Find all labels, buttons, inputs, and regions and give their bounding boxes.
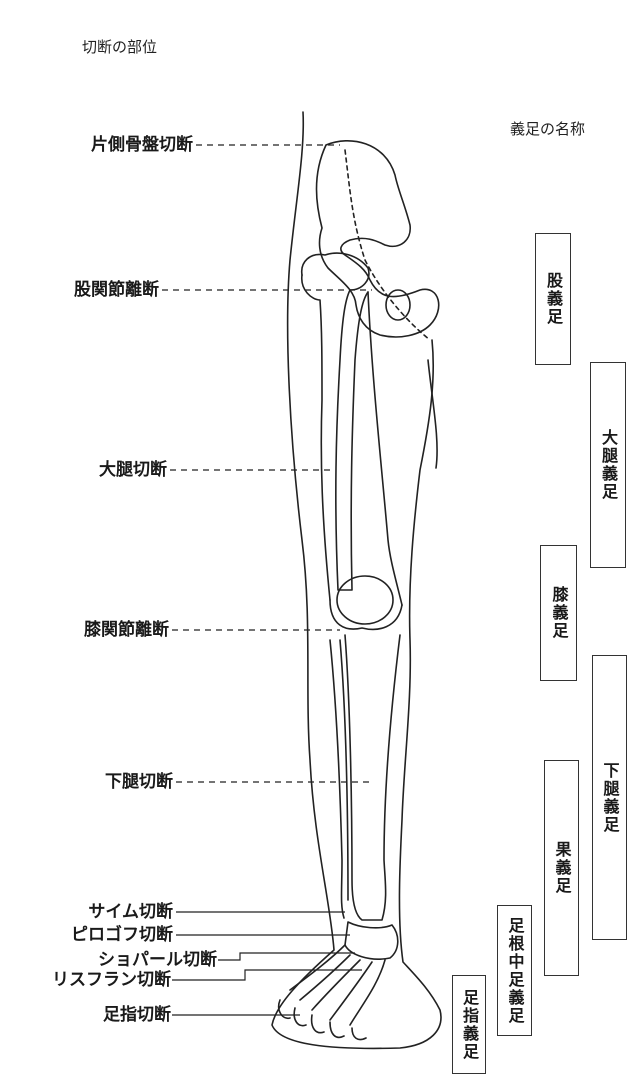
prosthesis-label-ankle: 果義足 bbox=[550, 841, 574, 895]
prosthesis-label-knee: 膝義足 bbox=[547, 586, 571, 640]
amputation-label-hip-disarticulation: 股関節離断 bbox=[74, 280, 159, 300]
fibula bbox=[330, 640, 344, 918]
prosthesis-label-hip: 股義足 bbox=[541, 272, 565, 326]
patella bbox=[337, 576, 393, 624]
prosthesis-box-tarsometatarsal: 足根中足義足 bbox=[497, 905, 532, 1036]
prosthesis-label-toe: 足指義足 bbox=[457, 989, 481, 1061]
obturator-foramen bbox=[386, 290, 410, 320]
prosthesis-box-knee: 膝義足 bbox=[540, 545, 577, 681]
prosthesis-box-transtibial: 下腿義足 bbox=[592, 655, 627, 940]
body-outline-lateral bbox=[272, 112, 441, 1048]
femoral-head bbox=[302, 253, 369, 590]
amputation-label-chopart: ショパール切断 bbox=[98, 950, 217, 970]
femur-lateral bbox=[302, 275, 330, 600]
amputation-label-syme: サイム切断 bbox=[88, 902, 173, 922]
pelvis-ilium bbox=[317, 141, 439, 337]
amputation-label-hemipelvectomy: 片側骨盤切断 bbox=[91, 135, 193, 155]
prosthesis-label-tarsometatarsal: 足根中足義足 bbox=[503, 917, 527, 1025]
prosthesis-label-transfemoral: 大腿義足 bbox=[596, 429, 620, 501]
prosthesis-box-toe: 足指義足 bbox=[452, 975, 486, 1074]
amputation-label-pirogoff: ピロゴフ切断 bbox=[71, 925, 173, 945]
knee-condyles bbox=[330, 600, 402, 629]
amputation-label-transfemoral: 大腿切断 bbox=[99, 460, 167, 480]
prosthesis-box-ankle: 果義足 bbox=[544, 760, 579, 976]
tibia bbox=[345, 635, 400, 920]
amputation-label-toe: 足指切断 bbox=[103, 1005, 171, 1025]
leader-lines-dashed bbox=[162, 145, 372, 782]
femur-medial bbox=[368, 292, 402, 605]
amputation-label-knee-disarticulation: 膝関節離断 bbox=[84, 620, 169, 640]
amputation-label-transtibial: 下腿切断 bbox=[105, 772, 173, 792]
prosthesis-box-transfemoral: 大腿義足 bbox=[590, 362, 626, 568]
prosthesis-box-hip: 股義足 bbox=[535, 233, 571, 365]
prosthesis-label-transtibial: 下腿義足 bbox=[598, 762, 622, 834]
amputation-label-lisfranc: リスフラン切断 bbox=[52, 970, 171, 990]
foot-bones bbox=[290, 945, 385, 1025]
